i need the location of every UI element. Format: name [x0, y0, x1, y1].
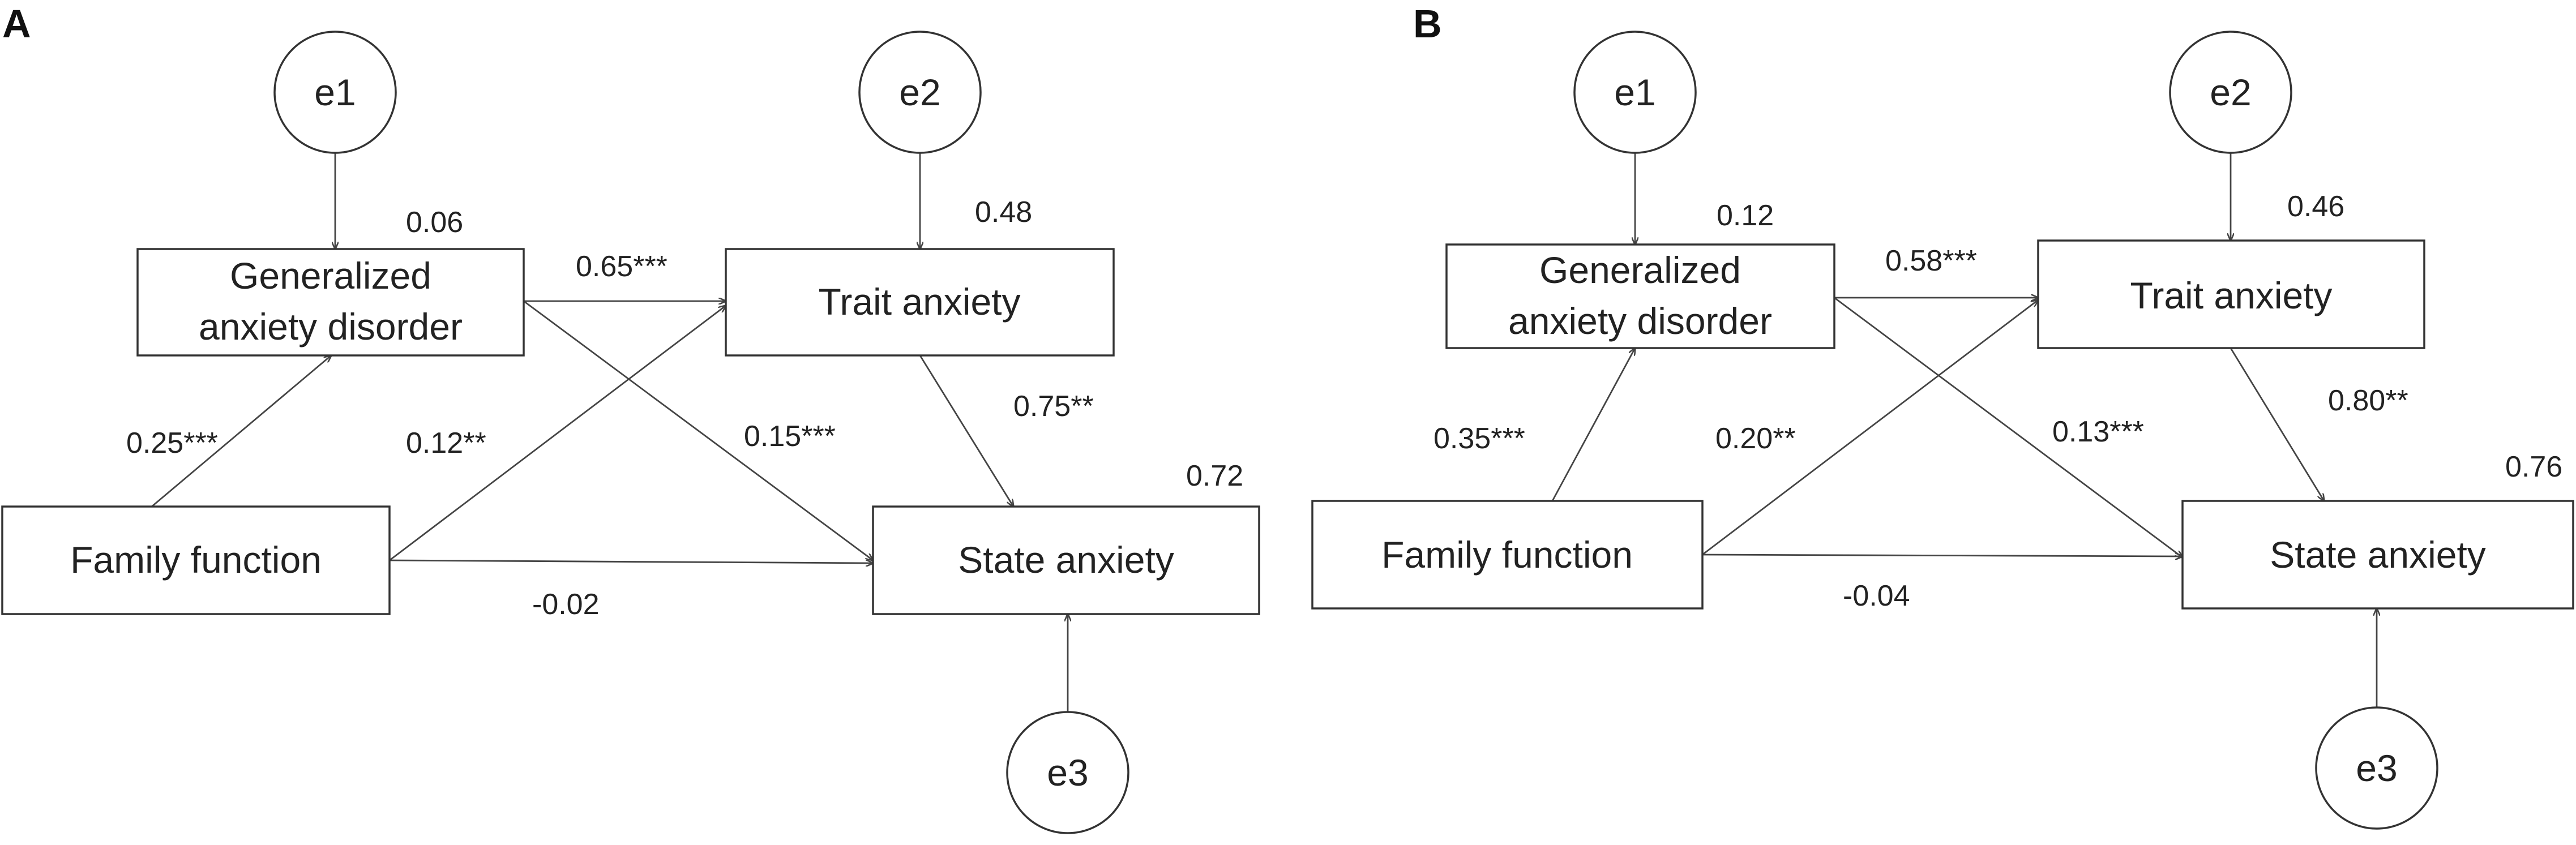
edge-family-to-trait: [389, 306, 726, 561]
r2-state: 0.72: [1186, 460, 1243, 492]
error-node-e3: e3: [1006, 711, 1129, 834]
edge-family-to-state: [389, 559, 873, 563]
coef-trait-state: 0.80**: [2328, 384, 2408, 417]
r2-gad: 0.12: [1717, 199, 1774, 232]
trait-label: Trait anxiety: [818, 281, 1020, 323]
edge-family-to-state: [1702, 555, 2183, 556]
edge-gad-to-state: [523, 300, 873, 560]
node-trait-anxiety: Trait anxiety: [2037, 239, 2425, 349]
node-family-function: Family function: [1311, 500, 1704, 610]
node-state-anxiety: State anxiety: [872, 505, 1260, 615]
error-node-e1: e1: [273, 31, 397, 154]
family-label: Family function: [70, 539, 322, 581]
panel-a: A e1 e2 e3 Generalized anxiety disorder: [1, 2, 1260, 834]
node-family-function: Family function: [1, 505, 391, 615]
family-label: Family function: [1381, 534, 1633, 576]
coef-family-trait: 0.12**: [406, 427, 486, 460]
edge-family-to-gad: [1551, 348, 1635, 501]
e2-label: e2: [899, 71, 940, 113]
panel-b: B e1 e2 e3 Generalized anxiety disorder: [1311, 2, 2574, 830]
r2-state: 0.76: [2505, 451, 2562, 483]
trait-label: Trait anxiety: [2130, 274, 2332, 316]
r2-trait: 0.46: [2287, 190, 2344, 223]
panel-label: A: [2, 2, 31, 46]
state-label: State anxiety: [2270, 534, 2486, 576]
coef-gad-trait: 0.65***: [576, 250, 667, 283]
r2-gad: 0.06: [406, 206, 463, 239]
panel-label: B: [1413, 2, 1442, 46]
e1-label: e1: [314, 71, 356, 113]
error-node-e2: e2: [858, 31, 982, 154]
e3-label: e3: [1047, 752, 1088, 793]
e3-label: e3: [2356, 747, 2397, 789]
error-node-e1: e1: [1573, 31, 1697, 154]
coef-gad-state: 0.15***: [744, 420, 836, 453]
node-generalized-anxiety-disorder: Generalized anxiety disorder: [1445, 243, 1835, 349]
coef-family-state: -0.02: [532, 588, 600, 621]
gad-label-line2: anxiety disorder: [199, 306, 463, 348]
edge-family-to-gad: [151, 355, 331, 508]
edge-gad-to-state: [1834, 297, 2183, 557]
coef-family-gad: 0.25***: [126, 427, 218, 460]
r2-trait: 0.48: [975, 196, 1032, 229]
gad-label-line2: anxiety disorder: [1508, 300, 1772, 342]
error-node-e2: e2: [2169, 31, 2292, 154]
coef-family-trait: 0.20**: [1715, 422, 1796, 455]
edge-trait-to-state: [2230, 348, 2324, 501]
edge-family-to-trait: [1702, 300, 2038, 556]
coef-family-gad: 0.35***: [1434, 422, 1525, 455]
gad-label-line1: Generalized: [230, 255, 431, 297]
coef-trait-state: 0.75**: [1013, 390, 1094, 423]
edge-trait-to-state: [919, 355, 1013, 507]
gad-label-line1: Generalized: [1539, 249, 1741, 291]
error-node-e3: e3: [2315, 706, 2438, 830]
node-trait-anxiety: Trait anxiety: [725, 248, 1115, 357]
node-generalized-anxiety-disorder: Generalized anxiety disorder: [136, 248, 525, 357]
coef-gad-trait: 0.58***: [1885, 245, 1977, 277]
coef-family-state: -0.04: [1843, 580, 1910, 612]
node-state-anxiety: State anxiety: [2181, 500, 2574, 610]
coef-gad-state: 0.13***: [2052, 415, 2144, 448]
e1-label: e1: [1614, 71, 1655, 113]
state-label: State anxiety: [958, 539, 1174, 581]
e2-label: e2: [2210, 71, 2251, 113]
